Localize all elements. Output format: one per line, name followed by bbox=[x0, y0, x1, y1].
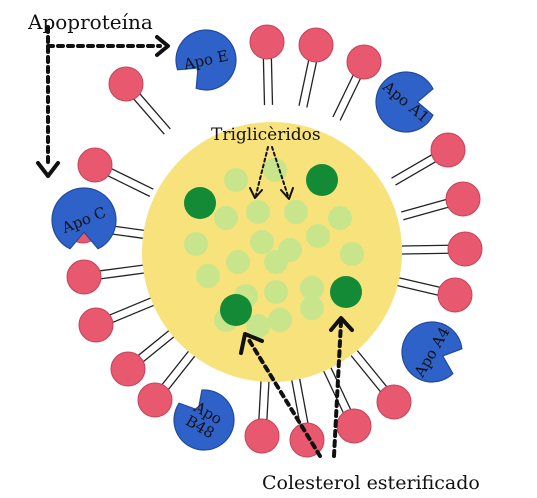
phospholipid-head bbox=[77, 147, 113, 183]
triglyceride-droplet bbox=[214, 206, 238, 230]
phospholipid-head bbox=[346, 44, 382, 80]
phospholipid-tail bbox=[401, 198, 448, 213]
cholesterol-ester-droplet bbox=[184, 187, 216, 219]
phospholipid-head bbox=[249, 24, 285, 60]
phospholipid-tail bbox=[132, 97, 165, 135]
triglyceride-droplet bbox=[264, 280, 288, 304]
phospholipid-head bbox=[78, 307, 114, 343]
phospholipid-head bbox=[66, 259, 102, 295]
phospholipid-head bbox=[298, 27, 334, 63]
apo-c-protein: Apo C bbox=[51, 187, 117, 250]
triglyceride-droplet bbox=[264, 250, 288, 274]
phospholipid-tail bbox=[306, 60, 318, 108]
apo-b48-protein: ApoB48 bbox=[173, 389, 235, 451]
triglyceride-arrow-left-head bbox=[249, 187, 263, 199]
phospholipid-tail bbox=[108, 296, 153, 317]
phospholipid-tail bbox=[136, 325, 175, 357]
phospholipid-tail bbox=[106, 174, 151, 197]
triglyceride-arrow-right bbox=[271, 146, 289, 197]
apo-e-shape bbox=[175, 29, 237, 91]
phospholipid-tail bbox=[332, 73, 355, 118]
phospholipid-head bbox=[137, 382, 173, 418]
triglyceride-droplet bbox=[226, 250, 250, 274]
apoproteins: Apo E Apo A1 Apo C Apo A4 ApoB48 bbox=[51, 29, 463, 451]
cholesterol-ester-droplet bbox=[306, 164, 338, 196]
cholesterol-arrow-left bbox=[247, 338, 322, 458]
apo-a4-shape bbox=[401, 321, 463, 383]
phospholipid-tail bbox=[394, 276, 442, 289]
triglyceride-label: Triglicèridos bbox=[211, 125, 321, 145]
triglyceride-droplet bbox=[250, 230, 274, 254]
apo-a4-protein: Apo A4 bbox=[401, 321, 463, 383]
phospholipid-head bbox=[336, 408, 372, 444]
triglyceride-droplet bbox=[196, 264, 220, 288]
phospholipid-head bbox=[376, 384, 412, 420]
triglyceride-droplet bbox=[340, 242, 364, 266]
phospholipid-tail bbox=[298, 58, 310, 106]
triglyceride-droplet bbox=[246, 200, 270, 224]
triglyceride-droplet bbox=[328, 206, 352, 230]
triglyceride-droplet bbox=[300, 296, 324, 320]
cholesterol-ester-droplet bbox=[330, 276, 362, 308]
triglyceride-droplet bbox=[268, 308, 292, 332]
phospholipid-tail bbox=[262, 57, 266, 106]
triglyceride-droplet bbox=[300, 276, 324, 300]
phospholipid-tail bbox=[160, 347, 192, 387]
annotation-arrows bbox=[36, 25, 354, 458]
cholesterol-ester-droplets bbox=[184, 164, 362, 326]
apoprotein-arrow-down-head bbox=[36, 161, 60, 178]
triglyceride-droplet bbox=[306, 224, 330, 248]
phospholipid-head bbox=[430, 132, 466, 168]
apo-a1-protein: Apo A1 bbox=[375, 71, 434, 133]
phospholipid-tail bbox=[402, 252, 451, 255]
phospholipid-tail bbox=[322, 370, 345, 415]
phospholipid-tail bbox=[401, 244, 450, 247]
phospholipid-head bbox=[244, 418, 280, 454]
apo-b48-shape bbox=[173, 389, 235, 451]
triglyceride-droplet bbox=[284, 200, 308, 224]
triglyceride-droplet bbox=[184, 232, 208, 256]
phospholipid-tail bbox=[395, 160, 438, 186]
triglyceride-droplet bbox=[224, 168, 248, 192]
phospholipid-tail bbox=[356, 350, 389, 389]
phospholipid-tail bbox=[403, 206, 450, 221]
phospholipid-tail bbox=[98, 264, 147, 272]
phospholipid-tail bbox=[270, 56, 274, 105]
phospholipid-head bbox=[447, 231, 483, 267]
phospholipid-head bbox=[445, 181, 481, 217]
triglyceride-droplet bbox=[246, 314, 270, 338]
phospholipid-tail bbox=[109, 167, 154, 190]
triglyceride-arrow-right-head bbox=[280, 187, 294, 200]
apo-e-protein: Apo E bbox=[175, 29, 237, 91]
phospholipid-tail bbox=[111, 303, 156, 324]
cholesterol-arrow-right-head bbox=[329, 316, 354, 332]
phospholipid-tail bbox=[166, 352, 198, 392]
cholesterol-label: Colesterol esterificado bbox=[262, 472, 480, 494]
cholesterol-arrow-right bbox=[332, 320, 343, 458]
apoprotein-label: Apoproteína bbox=[27, 10, 153, 34]
phospholipid-tail bbox=[138, 92, 171, 130]
phospholipid-tail bbox=[99, 272, 148, 280]
phospholipid-tail bbox=[339, 76, 362, 121]
phospholipid-tail bbox=[391, 153, 434, 179]
apo-c-shape bbox=[51, 187, 117, 250]
phospholipid-tails bbox=[97, 56, 451, 427]
phospholipid-tail bbox=[298, 377, 309, 425]
triglyceride-arrow-left bbox=[255, 146, 269, 196]
phospholipid-head bbox=[437, 277, 473, 313]
phospholipid-head bbox=[108, 66, 144, 102]
cholesterol-ester-droplet bbox=[220, 294, 252, 326]
triglyceride-droplet bbox=[263, 158, 287, 182]
phospholipid-tail bbox=[392, 283, 440, 297]
phospholipid-tail bbox=[350, 355, 382, 394]
cholesterol-arrow-left-head bbox=[239, 332, 264, 355]
phospholipid-tail bbox=[330, 367, 352, 412]
phospholipid-tail bbox=[141, 331, 180, 364]
phospholipid-heads bbox=[65, 24, 483, 458]
phospholipid-head bbox=[110, 351, 146, 387]
apo-a1-shape bbox=[375, 71, 434, 133]
apoprotein-arrow-right-head bbox=[155, 35, 170, 57]
